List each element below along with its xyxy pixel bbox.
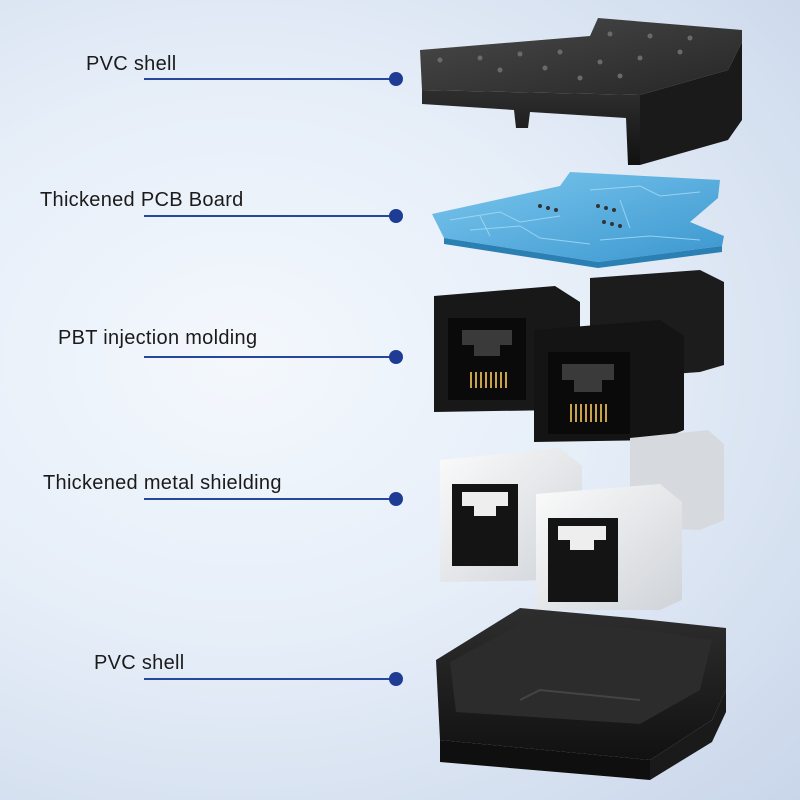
leader-line-5 [144, 678, 394, 680]
marker-dot-4 [389, 492, 403, 506]
leader-line-4 [144, 498, 394, 500]
leader-line-2 [144, 215, 394, 217]
leader-line-3 [144, 356, 394, 358]
marker-dot-5 [389, 672, 403, 686]
leader-line-1 [144, 78, 394, 80]
label-pcb-board: Thickened PCB Board [40, 189, 244, 211]
marker-dot-2 [389, 209, 403, 223]
label-top-pvc-shell: PVC shell [86, 53, 177, 75]
pcb-board [432, 172, 724, 268]
marker-dot-1 [389, 72, 403, 86]
label-bottom-pvc-shell: PVC shell [94, 652, 185, 674]
metal-shielding [440, 430, 724, 610]
marker-dot-3 [389, 350, 403, 364]
bottom-pvc-shell [436, 608, 726, 780]
label-pbt-injection-molding: PBT injection molding [58, 327, 258, 349]
pbt-injection-molding [434, 270, 724, 442]
top-pvc-shell [420, 18, 742, 165]
label-metal-shielding: Thickened metal shielding [43, 472, 282, 494]
